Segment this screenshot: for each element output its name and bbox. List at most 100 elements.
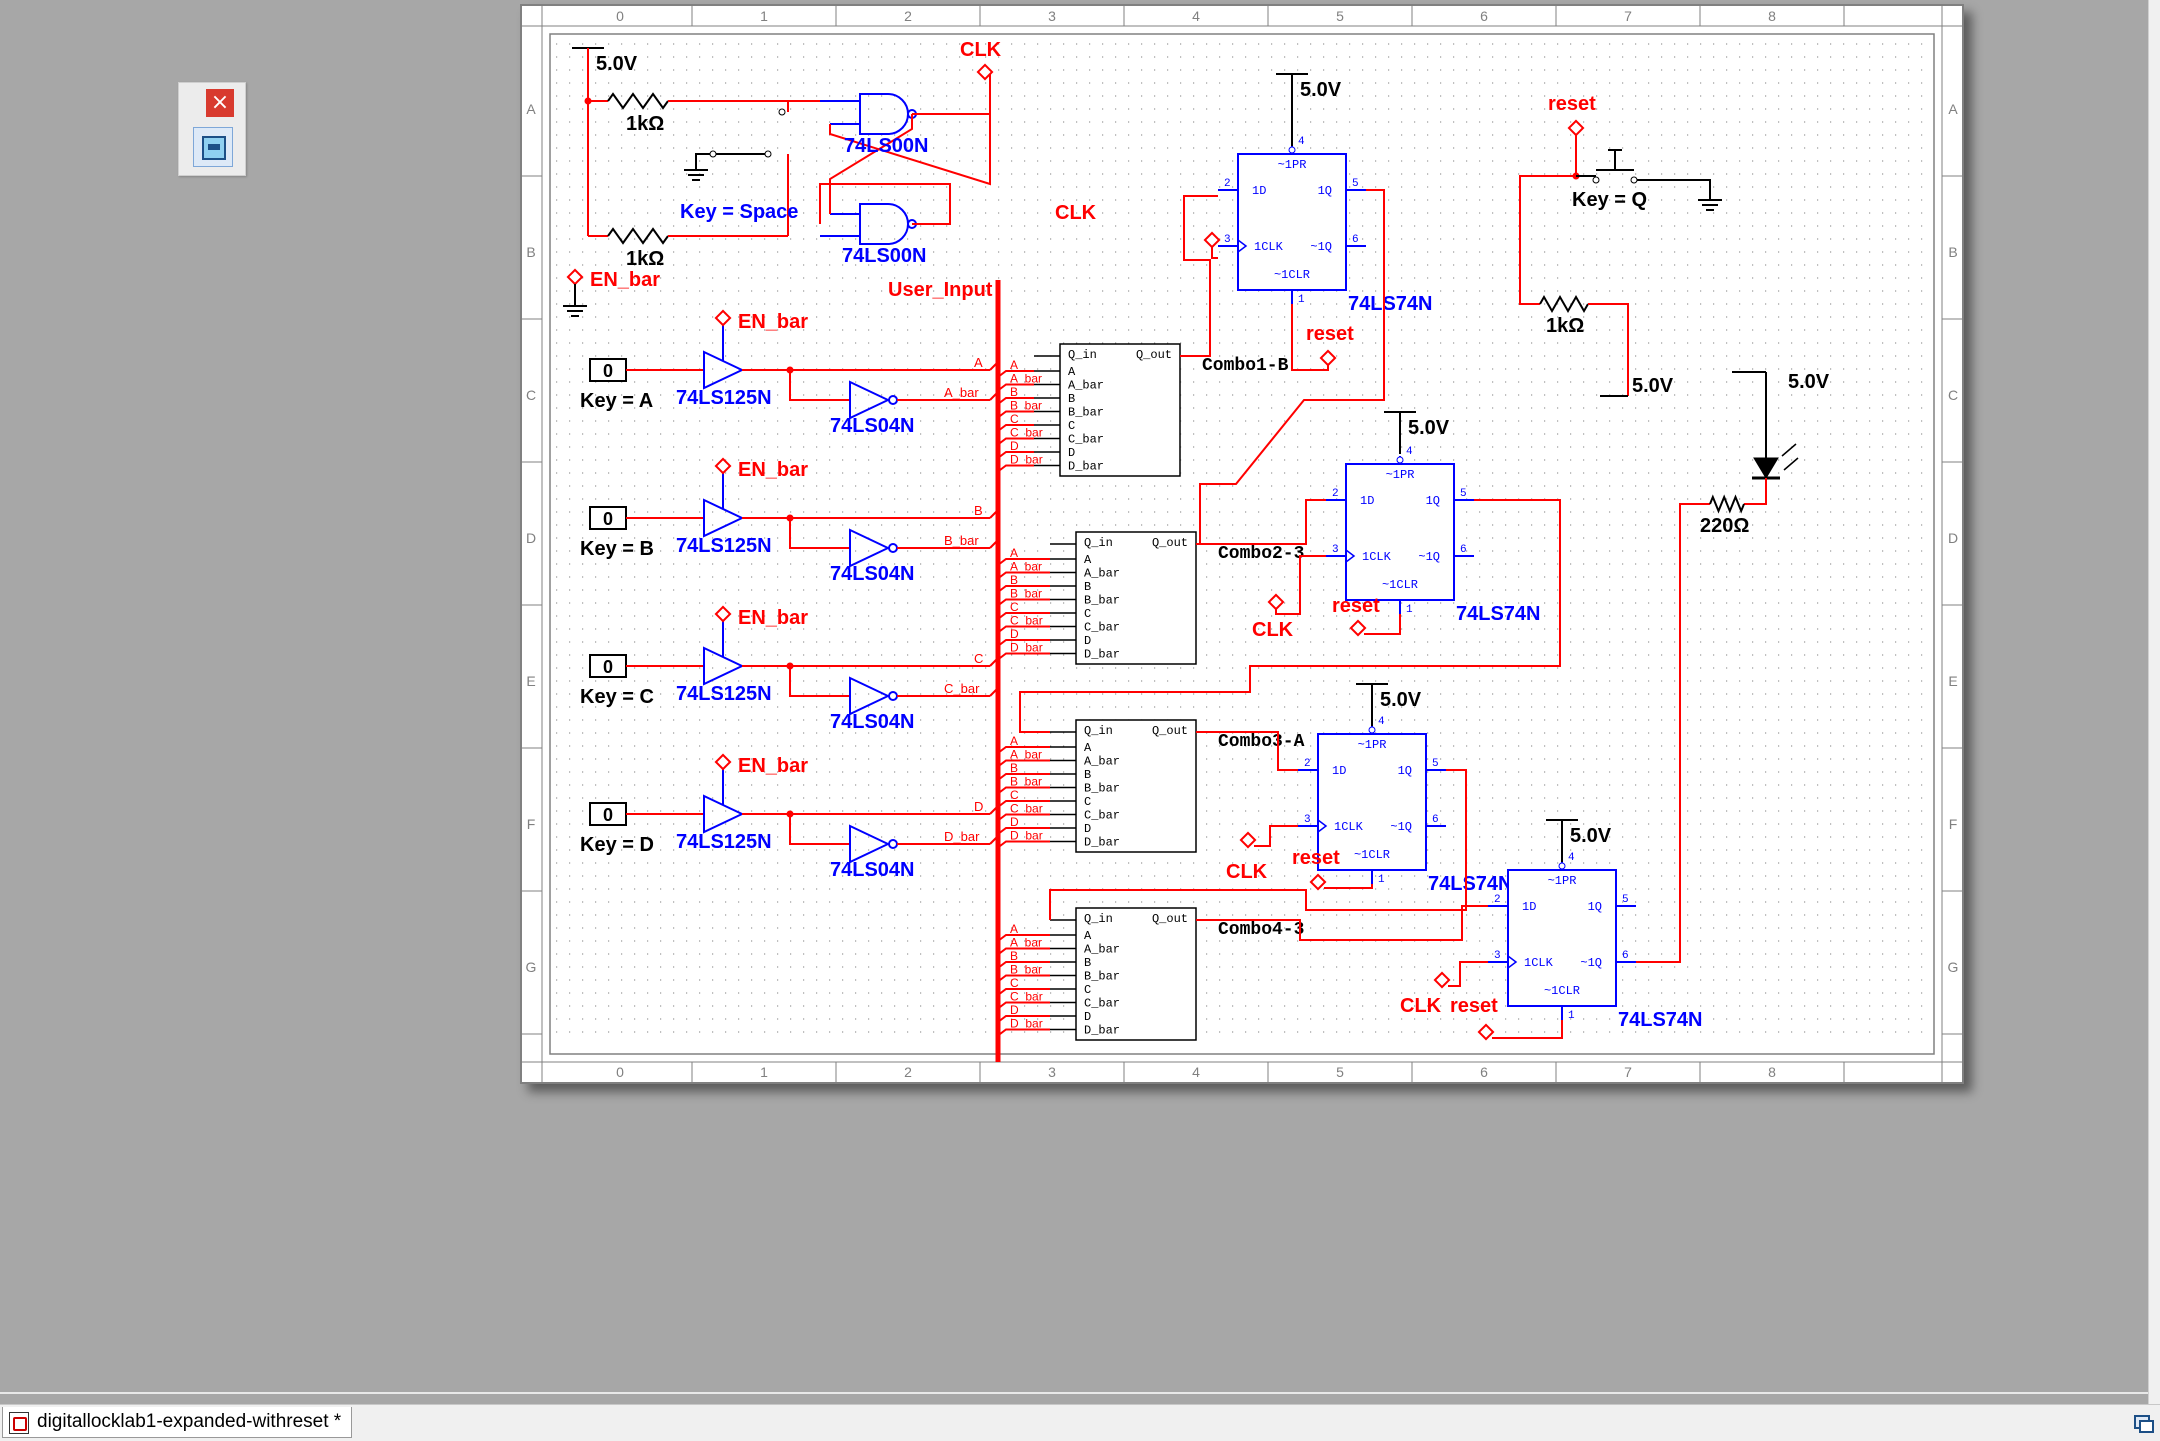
dff-pin-label: ~1Q — [1310, 240, 1332, 254]
bus-branch — [997, 464, 1034, 473]
dff-pin-label: 1Q — [1318, 184, 1332, 198]
dff-label: 74LS74N — [1456, 603, 1541, 625]
en-bar-label: EN_bar — [738, 607, 808, 629]
dff-pin-num: 1 — [1406, 604, 1413, 616]
dff-pin-num: 3 — [1494, 950, 1501, 962]
ruler-row-label: E — [526, 673, 535, 689]
key-q-label: Key = Q — [1572, 189, 1647, 211]
bus-tap-label: D_bar — [1010, 1017, 1043, 1031]
bus-branch — [997, 947, 1050, 956]
wire-segment — [989, 539, 999, 549]
dff-pin-num: 3 — [1224, 234, 1231, 246]
wire — [829, 114, 913, 214]
dff-pin-num: 4 — [1406, 446, 1413, 458]
bus-branch — [997, 437, 1034, 446]
wire-segment — [989, 687, 999, 697]
bus-branch — [997, 383, 1034, 392]
bus-tap-label: B — [974, 503, 983, 518]
ruler-col-label: 0 — [616, 1064, 624, 1080]
dff-pin-label: 1Q — [1588, 900, 1602, 914]
vcc-dff3: 5.0V — [1356, 683, 1422, 726]
dff-pin-label: ~1CLR — [1354, 848, 1390, 862]
bus-branch — [997, 652, 1050, 661]
combo-pin-label: A — [1084, 929, 1092, 943]
dff-pin-label: 1D — [1252, 184, 1266, 198]
ruler-col-label: 1 — [760, 1064, 768, 1080]
clk-connector-icon — [1267, 593, 1285, 611]
dff-pin-label: ~1Q — [1580, 956, 1602, 970]
nand-label: 74LS00N — [844, 135, 929, 157]
en-bar-label: EN_bar — [738, 755, 808, 777]
wire — [1049, 769, 1467, 920]
led-icon — [1753, 457, 1779, 479]
combo-block-body — [1075, 907, 1197, 1041]
bus-branch — [997, 961, 1050, 969]
combo-pin-label: D — [1084, 1010, 1091, 1024]
wire — [1196, 731, 1298, 771]
document-tab[interactable]: digitallocklab1-expanded-withreset * — [2, 1407, 353, 1438]
bus-branch — [997, 827, 1050, 835]
bus-tap-label: A — [974, 355, 983, 370]
resistor-icon — [607, 227, 669, 245]
combo-pin-label: D_bar — [1068, 460, 1104, 474]
ruler-row-label: G — [526, 959, 537, 975]
dff-pin-num: 1 — [1378, 874, 1385, 886]
combo-name-label: Combo1-B — [1202, 356, 1289, 376]
combo-pin-label: A_bar — [1084, 755, 1120, 769]
document-tab-title: digitallocklab1-expanded-withreset * — [37, 1411, 342, 1432]
dff-pin-num: 6 — [1432, 814, 1439, 826]
inverter-icon — [849, 824, 891, 864]
combo-pin-label: C_bar — [1068, 433, 1104, 447]
ruler-row-label: E — [1948, 673, 1957, 689]
bus-branch — [997, 397, 1034, 405]
dff-bubble — [1288, 146, 1296, 154]
dff-clk-mark — [1237, 239, 1248, 253]
resistor-label: 220Ω — [1700, 515, 1749, 537]
combo-pin-label: C_bar — [1084, 621, 1120, 635]
key-space-label: Key = Space — [680, 201, 798, 223]
combo-pin-label: B — [1084, 768, 1091, 782]
dff-body — [1237, 153, 1347, 291]
vertical-scrollbar[interactable] — [2148, 0, 2160, 1404]
bus-tap-label: C_bar — [1010, 990, 1043, 1004]
ruler-col-label: 8 — [1768, 1064, 1776, 1080]
combo-pin-label: B_bar — [1084, 782, 1120, 796]
key-input-label: Key = C — [580, 686, 654, 708]
combo-name-label: Combo4-3 — [1218, 920, 1304, 940]
reset-connector-icon — [1567, 119, 1585, 137]
vcc-dff1: 5.0V — [1276, 73, 1342, 146]
close-icon[interactable]: × — [206, 89, 234, 117]
dff-bubble — [1396, 456, 1404, 464]
combo-pin-label: A — [1068, 365, 1076, 379]
combo-pin-label: D — [1084, 634, 1091, 648]
combo-pin-label: Q_out — [1152, 724, 1188, 738]
bus-branch — [997, 612, 1050, 620]
key-input-label: Key = D — [580, 834, 654, 856]
key-input-label: Key = B — [580, 538, 654, 560]
combo-block-body — [1059, 343, 1181, 477]
nand-label: 74LS00N — [842, 245, 927, 267]
bus-branch — [997, 773, 1050, 781]
dff-pin-num: 4 — [1298, 136, 1305, 148]
component-view-button[interactable] — [193, 127, 233, 167]
reset-connector-icon — [1319, 349, 1337, 367]
combo-pin-label: B_bar — [1084, 594, 1120, 608]
bus-branch — [997, 974, 1050, 983]
wire — [1519, 175, 1576, 305]
dff-pin-label: 1CLK — [1362, 550, 1392, 564]
en-bar-label: EN_bar — [590, 269, 660, 291]
wire — [1636, 503, 1710, 963]
resistor-label: 1kΩ — [626, 248, 664, 270]
ruler-row-label: D — [526, 530, 536, 546]
bus-tap-label: D_bar — [1010, 641, 1043, 655]
dff-pin-label: ~1CLR — [1544, 984, 1580, 998]
workspace-edge — [0, 1392, 2148, 1394]
dff-pin-num: 4 — [1568, 852, 1575, 864]
combo-pin-label: A — [1084, 741, 1092, 755]
dff-pin-label: ~1Q — [1390, 820, 1412, 834]
clk-connector-icon — [1239, 831, 1257, 849]
bus-tap-label: A_bar — [944, 385, 979, 400]
